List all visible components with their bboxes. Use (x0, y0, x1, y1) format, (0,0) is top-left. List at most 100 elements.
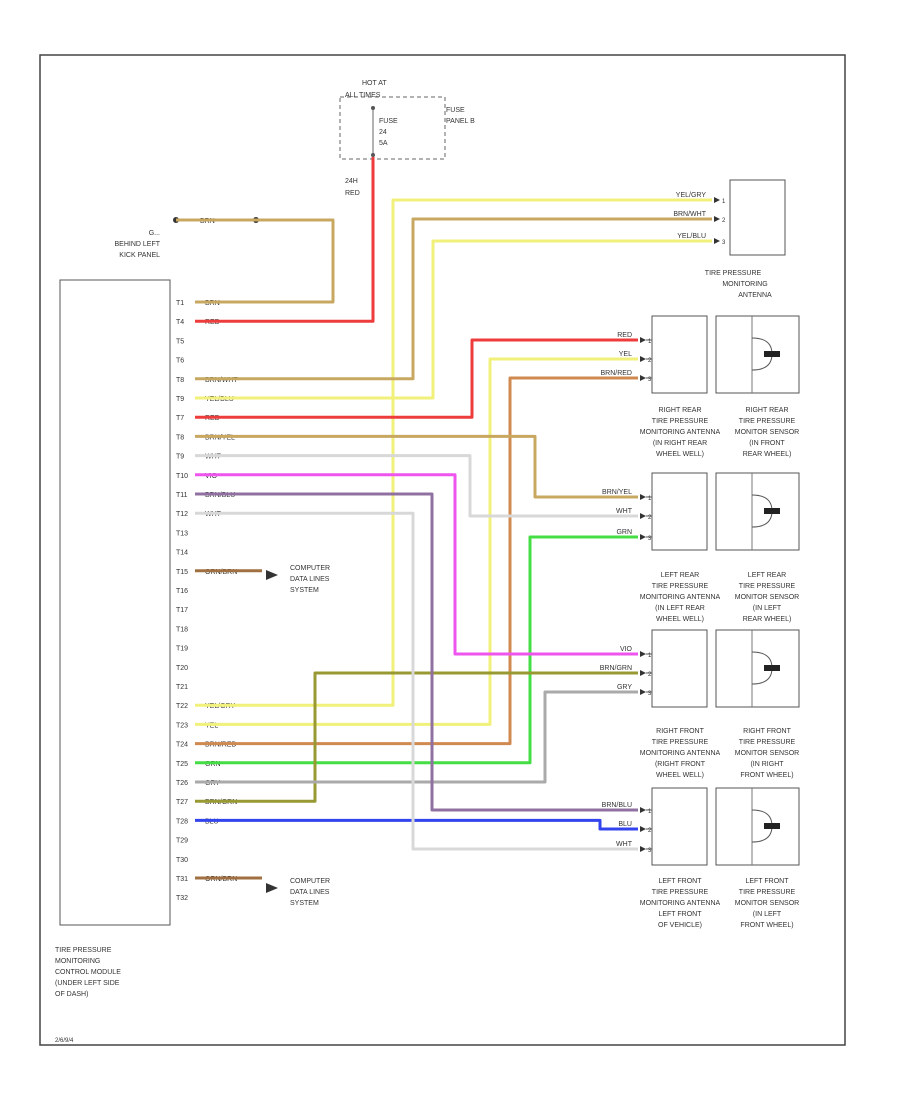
module-pin-number: T20 (176, 665, 188, 672)
connector-wire-label: VIO (620, 646, 633, 653)
sensor-box (715, 787, 800, 866)
sensor-box (715, 315, 800, 394)
antenna-label: (IN LEFT REAR (655, 605, 705, 612)
connector-arrow-icon (640, 534, 646, 540)
module-pin-number: T1 (176, 300, 184, 307)
module-pin-number: T23 (176, 722, 188, 729)
tpms-antenna: TIRE PRESSURE MONITORING ANTENNA (705, 179, 786, 299)
antenna-label: TIRE PRESSURE (652, 739, 709, 746)
connector-wire-label: RED (617, 332, 632, 339)
wire-blu-lf (195, 818, 638, 831)
antenna-label: MONITORING ANTENNA (640, 429, 721, 436)
module-label-2: MONITORING (55, 958, 100, 965)
ground-label-3: KICK PANEL (119, 252, 160, 259)
module-label-4: (UNDER LEFT SIDE (55, 980, 120, 987)
connector-pin-number: 2 (722, 218, 726, 224)
antenna-label: MONITORING ANTENNA (640, 750, 721, 757)
data-lines-2-label-3: SYSTEM (290, 900, 319, 907)
fuse-block: HOT AT ALL TIMES FUSE 24 5A FUSE PANEL B… (339, 80, 475, 197)
module-pin-number: T22 (176, 703, 188, 710)
sensor-label: RIGHT REAR (745, 407, 788, 414)
connector-pin-number: 3 (648, 377, 652, 383)
module-pin-number: T31 (176, 876, 188, 883)
connector-pin-number: 3 (722, 240, 726, 246)
connector-wire-label: BLU (618, 821, 632, 828)
arrow-icon (266, 883, 278, 893)
module-pin-number: T11 (176, 492, 188, 499)
wire-brn-wht (195, 217, 712, 381)
sensor-label: TIRE PRESSURE (739, 583, 796, 590)
module-pin-number: T7 (176, 415, 184, 422)
module-pin-number: T26 (176, 780, 188, 787)
module-pin-number: T8 (176, 434, 184, 441)
module-pin-number: T28 (176, 818, 188, 825)
fuse-wire-label-1: 24H (345, 178, 358, 185)
module-pin-number: T16 (176, 588, 188, 595)
data-lines-2-label-2: DATA LINES (290, 889, 330, 896)
module-pin-number: T12 (176, 511, 188, 518)
module-pin-number: T17 (176, 607, 188, 614)
fuse-terminal-top (371, 106, 375, 110)
data-lines-ref-1: COMPUTER DATA LINES SYSTEM (266, 565, 330, 594)
sensor-element-icon (764, 665, 780, 671)
connector-wire-label: YEL (619, 351, 632, 358)
connector-pin-number: 1 (648, 809, 652, 815)
wire-wht-lr (195, 454, 638, 518)
connector-pin-number: 2 (648, 515, 652, 521)
wire-brn-blu-lf (195, 492, 638, 812)
module-label: TIRE PRESSURE MONITORING CONTROL MODULE … (55, 947, 121, 998)
sensor-label: REAR WHEEL) (743, 616, 792, 623)
sensor-label: TIRE PRESSURE (739, 418, 796, 425)
sensor-label: MONITOR SENSOR (735, 900, 799, 907)
sensor-label: FRONT WHEEL) (740, 922, 793, 929)
sensor-label: MONITOR SENSOR (735, 750, 799, 757)
module-pin-number: T10 (176, 473, 188, 480)
ground-label-1: G... (149, 230, 160, 237)
sensor-label: (IN FRONT (749, 440, 785, 447)
module-pin-number: T30 (176, 857, 188, 864)
sensor-label: (IN LEFT (753, 911, 782, 918)
antenna-label: LEFT REAR (661, 572, 699, 579)
connector-pin-number: 1 (648, 339, 652, 345)
module-pin-number: T29 (176, 838, 188, 845)
connector-pin-number: 1 (722, 199, 726, 205)
data-lines-ref-2: COMPUTER DATA LINES SYSTEM (266, 878, 330, 907)
data-lines-2-label-1: COMPUTER (290, 878, 330, 885)
diagram-frame (39, 54, 846, 1046)
sensor-label: (IN LEFT (753, 605, 782, 612)
connector-pin-number: 2 (648, 828, 652, 834)
connector-arrow-icon (640, 494, 646, 500)
connector-arrow-icon (640, 689, 646, 695)
antenna-module-box (651, 629, 708, 708)
fuse-wire-label-2: RED (345, 190, 360, 197)
module-pin-number: T9 (176, 454, 184, 461)
wire-vio-rf (195, 473, 638, 656)
wire-red-power (195, 157, 375, 323)
antenna-label-1: TIRE PRESSURE (705, 270, 762, 277)
connector-wire-label: WHT (616, 841, 633, 848)
connector-wire-label: YEL/BLU (677, 233, 706, 240)
connector-pin-number: 1 (648, 653, 652, 659)
antenna-module-box (651, 315, 708, 394)
ground-label-2: BEHIND LEFT (114, 241, 160, 248)
connector-pin-number: 3 (648, 536, 652, 542)
wire-yel-gry (195, 198, 712, 707)
module-pin-number: T9 (176, 396, 184, 403)
sensor-label: RIGHT FRONT (743, 728, 791, 735)
wire-brn-red-rr (195, 376, 638, 746)
antenna-label: WHEEL WELL) (656, 451, 704, 458)
module-label-3: CONTROL MODULE (55, 969, 121, 976)
module-pin-number: T24 (176, 742, 188, 749)
sensor-label: LEFT FRONT (745, 878, 789, 885)
sensor-element-icon (764, 508, 780, 514)
data-lines-1-label-1: COMPUTER (290, 565, 330, 572)
connector-wire-label: BRN/BLU (602, 802, 632, 809)
connector-arrow-icon (714, 197, 720, 203)
connector-wire-label: BRN/GRN (600, 665, 632, 672)
antenna-box (729, 179, 786, 256)
sensor-label: FRONT WHEEL) (740, 772, 793, 779)
wire-gry-rf (195, 690, 638, 784)
module-pin-number: T32 (176, 895, 188, 902)
